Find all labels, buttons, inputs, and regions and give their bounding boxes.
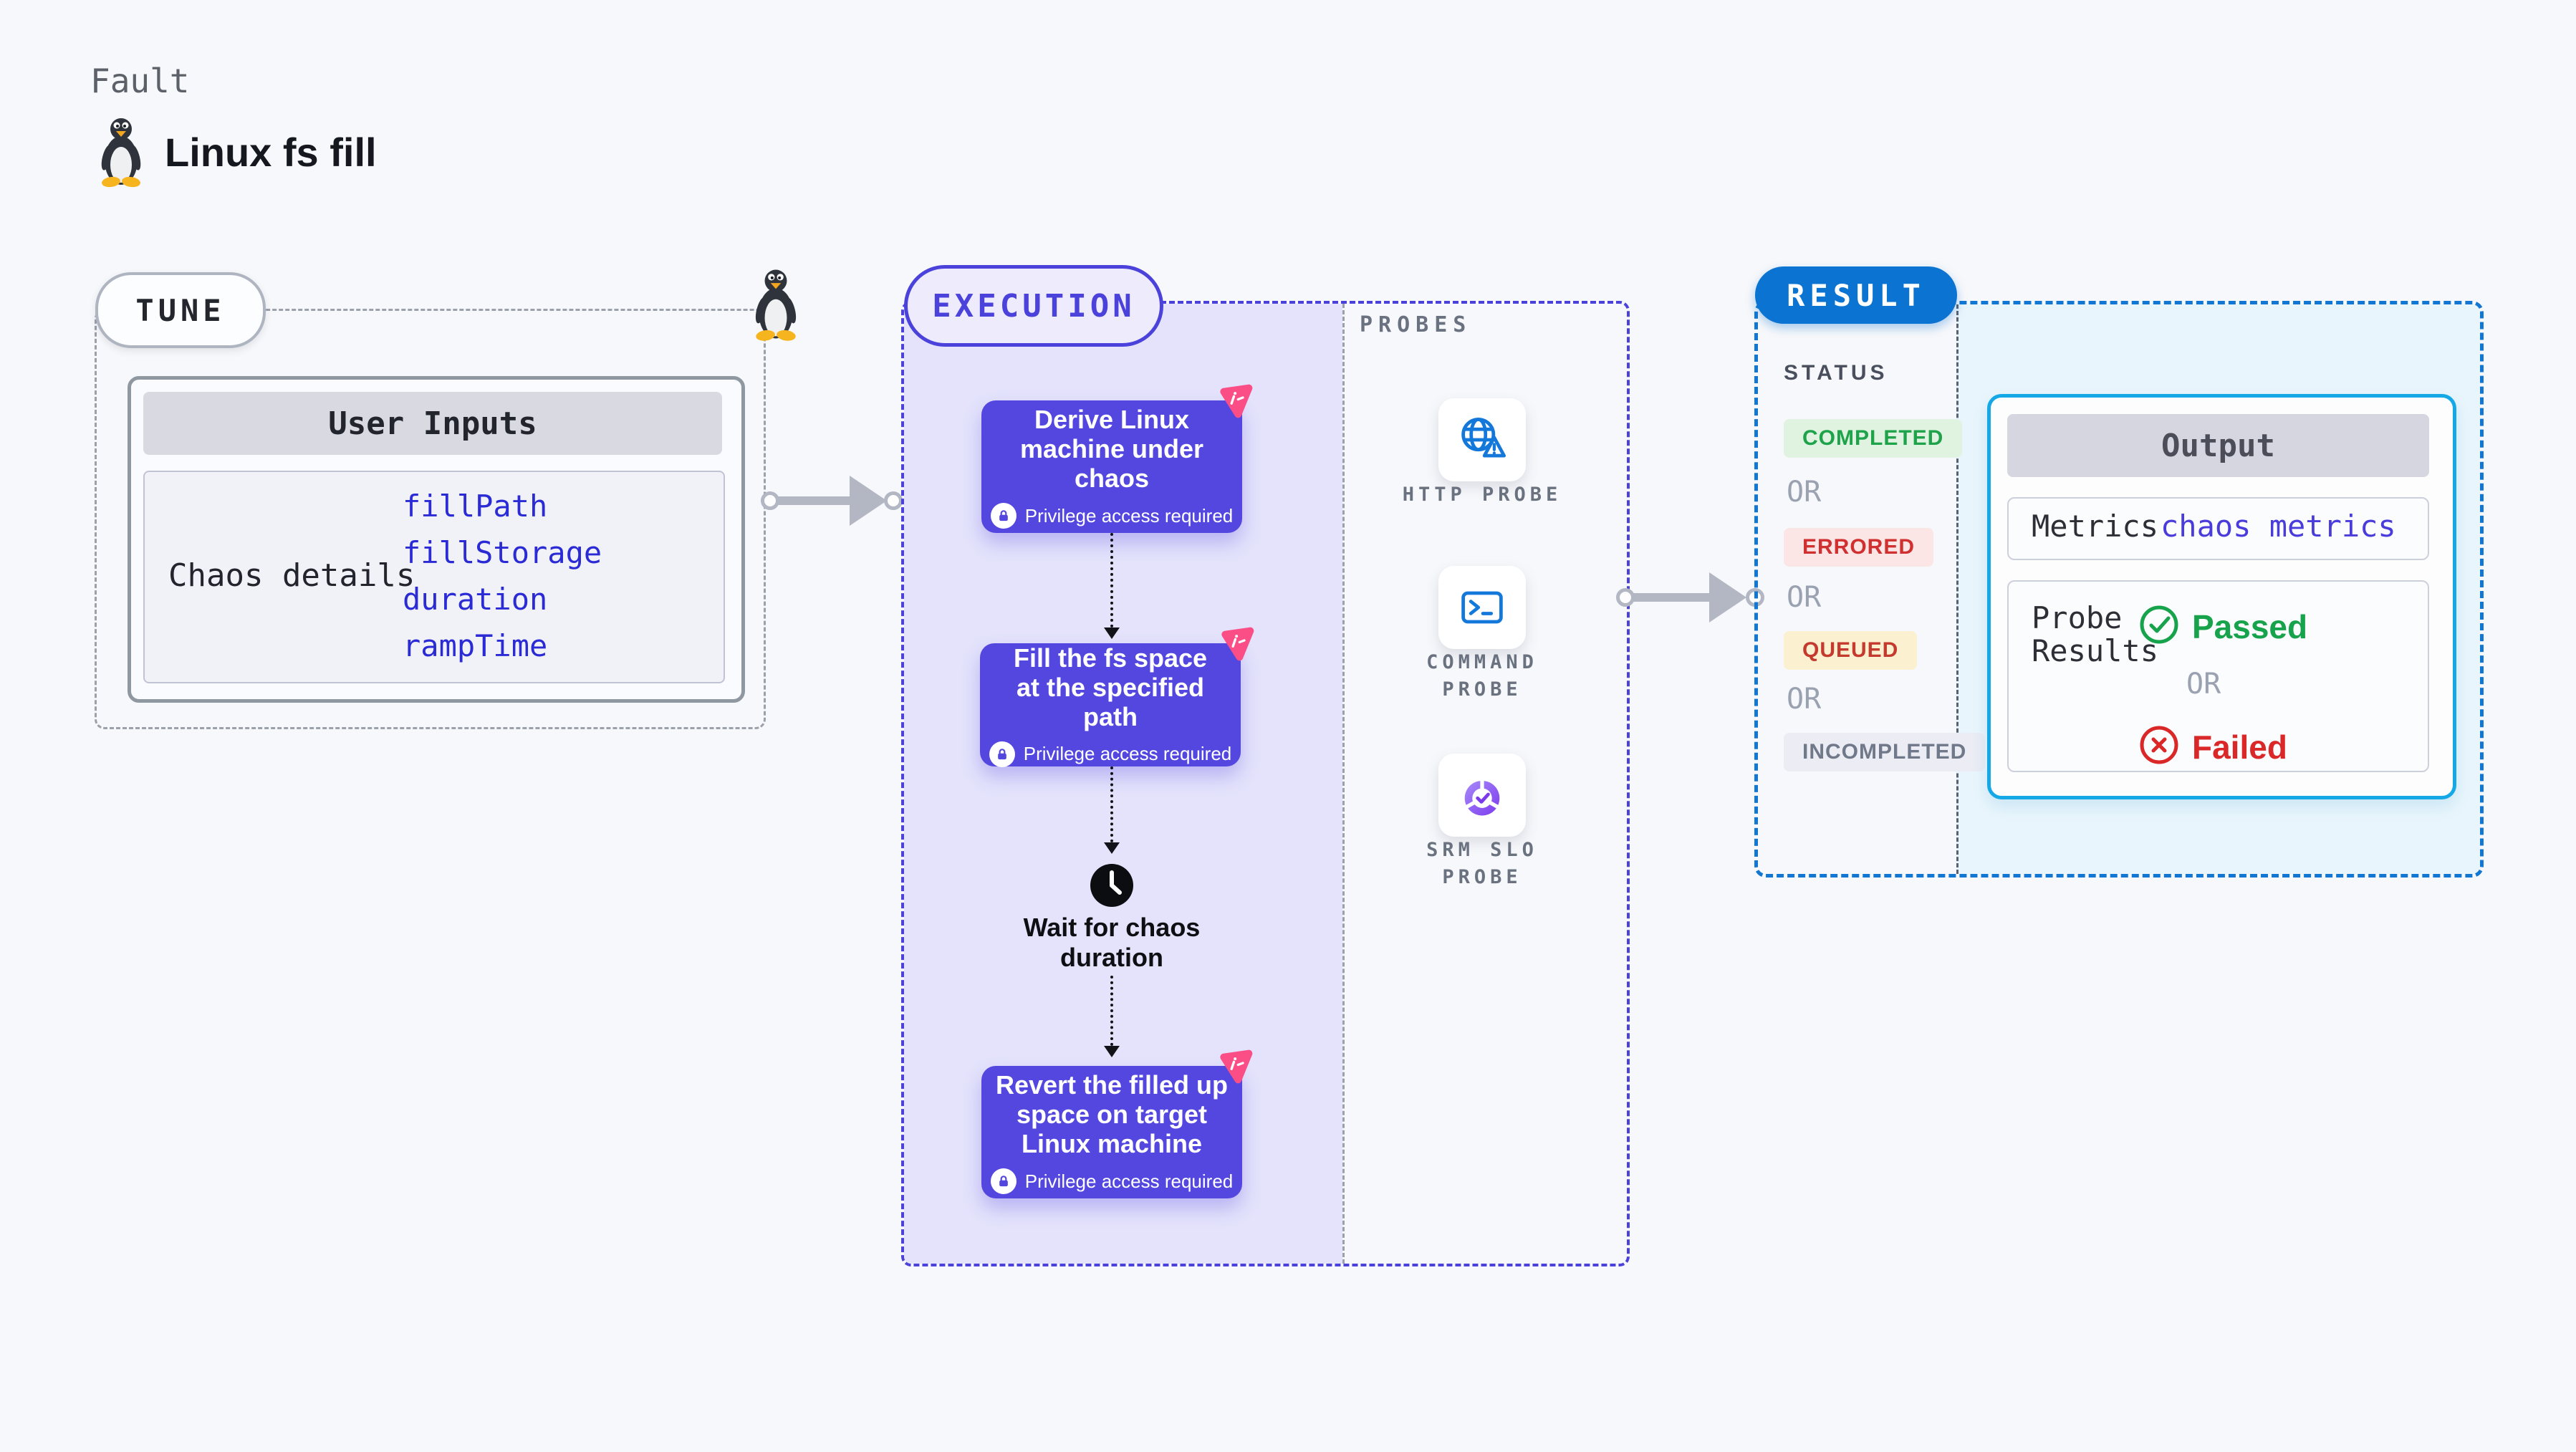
connector-node [1616,588,1635,607]
step-card-line: Revert the filled up [995,1070,1229,1100]
lock-icon [989,741,1015,767]
or-label: OR [1787,476,1822,509]
command-probe-label: COMMAND PROBE [1375,649,1590,703]
arrow-right-icon [1709,572,1746,622]
connector-line [778,496,851,505]
chaos-fault-badge-icon [1221,627,1254,661]
metrics-value-link: chaos metrics [2161,509,2396,544]
terminal-icon [1461,591,1503,624]
input-fillstorage: fillStorage [403,535,602,570]
probe-results-label: Probe Results [2032,600,2159,668]
privilege-note: Privilege access required [1024,1170,1234,1192]
arrow-down-icon [1104,842,1120,854]
or-label: OR [1787,683,1822,716]
clock-icon [1090,864,1133,907]
step-card-line: Derive Linux [1034,405,1190,434]
arrow-down-icon [1104,1046,1120,1057]
srm-slo-probe-card [1438,754,1526,837]
wait-step-line: Wait for chaos [1023,913,1201,942]
probe-label-line: PROBE [1442,678,1522,701]
slo-donut-icon [1464,777,1501,816]
privilege-note: Privilege access required [1024,504,1234,527]
check-circle-icon [2140,605,2178,644]
http-probe-card [1438,398,1526,481]
linux-tux-icon [755,269,797,341]
chaos-fault-badge-icon [1220,1049,1253,1084]
step-card-fill-space: Fill the fs space at the specified path … [980,643,1241,767]
lock-icon [990,1168,1017,1194]
step-card-derive-machine: Derive Linux machine under chaos Privile… [981,400,1242,533]
command-probe-card [1438,566,1526,649]
tune-pill: TUNE [95,272,266,348]
connector-node [884,491,903,510]
execution-pill: EXECUTION [904,265,1163,347]
status-badge-errored: ERRORED [1784,528,1934,567]
flow-connector [1110,976,1113,1046]
probes-section-label: PROBES [1360,312,1472,337]
chaos-details-panel [143,471,725,683]
chaos-fault-badge-icon [1220,384,1253,418]
status-badge-completed: COMPLETED [1784,419,1963,458]
probes-divider [1342,304,1345,1264]
lock-icon [990,503,1017,529]
step-card-line: Linux machine [1021,1129,1203,1158]
fault-eyebrow: Fault [90,62,190,100]
privilege-note: Privilege access required [1023,743,1232,764]
wait-step-line: duration [1060,943,1163,972]
failed-label: Failed [2192,729,2287,766]
connector-node [761,491,779,510]
status-label: STATUS [1784,361,1888,385]
connector-line [1633,593,1711,602]
input-fillpath: fillPath [403,489,548,524]
arrow-right-icon [850,476,887,526]
http-probe-label: HTTP PROBE [1375,481,1590,509]
status-badge-queued: QUEUED [1784,631,1918,670]
or-label: OR [2186,668,2221,701]
step-card-line: space on target [1016,1100,1208,1129]
step-card-line: at the specified [1016,672,1205,702]
step-card-line: machine under [1019,434,1204,463]
output-header: Output [2007,414,2429,477]
tune-section-box [95,309,766,729]
probe-results-panel [2007,580,2429,772]
probe-label-line: PROBE [1442,866,1522,888]
metrics-row [2007,497,2429,560]
probe-label-line: HTTP PROBE [1402,484,1562,506]
input-ramptime: rampTime [403,628,548,663]
chaos-details-label: Chaos details [168,557,415,594]
result-pill: RESULT [1755,266,1957,324]
step-card-line: chaos [1074,463,1150,493]
or-label: OR [1787,581,1822,614]
probe-label-line: COMMAND [1426,651,1538,673]
metrics-label: Metrics [2032,509,2159,544]
step-card-line: Fill the fs space [1013,643,1208,673]
linux-tux-icon [101,118,141,188]
flow-connector [1110,533,1113,628]
input-duration: duration [403,582,548,617]
wait-step-label: Wait for chaos duration [1004,913,1219,973]
probe-label-line: SRM SLO [1426,839,1538,861]
step-card-line: path [1083,701,1138,731]
x-circle-icon [2140,726,2178,764]
passed-label: Passed [2192,608,2308,645]
arrow-down-icon [1104,628,1120,639]
page-title: Linux fs fill [165,130,377,175]
user-inputs-header: User Inputs [143,392,722,455]
step-card-revert-space: Revert the filled up space on target Lin… [981,1066,1242,1198]
srm-slo-probe-label: SRM SLO PROBE [1375,837,1590,891]
flow-connector [1110,766,1113,842]
globe-alert-icon [1461,418,1506,458]
status-badge-incompleted: INCOMPLETED [1784,733,1986,771]
